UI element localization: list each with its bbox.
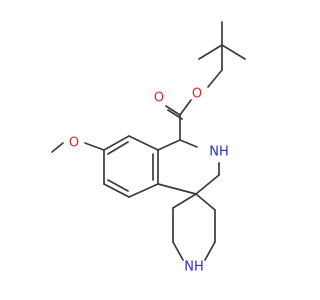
bond	[103, 135, 130, 151]
bond	[165, 105, 181, 116]
bond	[128, 135, 159, 151]
bond	[179, 139, 198, 148]
atom-nh-ring: NH	[209, 145, 229, 160]
bond	[51, 142, 64, 153]
bond	[172, 193, 197, 209]
bond	[103, 183, 130, 198]
bond	[195, 174, 220, 195]
bond	[204, 241, 216, 261]
bond	[157, 139, 181, 151]
bond	[107, 141, 129, 155]
bond	[221, 44, 246, 60]
bond	[84, 142, 105, 151]
atom-nh-piperidine: NH	[184, 260, 204, 275]
bond	[198, 44, 223, 60]
atom-o-ester: O	[192, 87, 202, 102]
bond	[107, 179, 129, 192]
bond	[157, 183, 197, 195]
bond	[128, 183, 159, 198]
atom-o-carbonyl: O	[154, 91, 164, 106]
bond	[179, 99, 192, 116]
bond	[195, 193, 216, 211]
molecule-diagram: O O NH O NH	[51, 21, 246, 275]
atom-o-methoxy: O	[69, 136, 79, 151]
bond	[207, 69, 223, 88]
bond	[172, 241, 184, 261]
